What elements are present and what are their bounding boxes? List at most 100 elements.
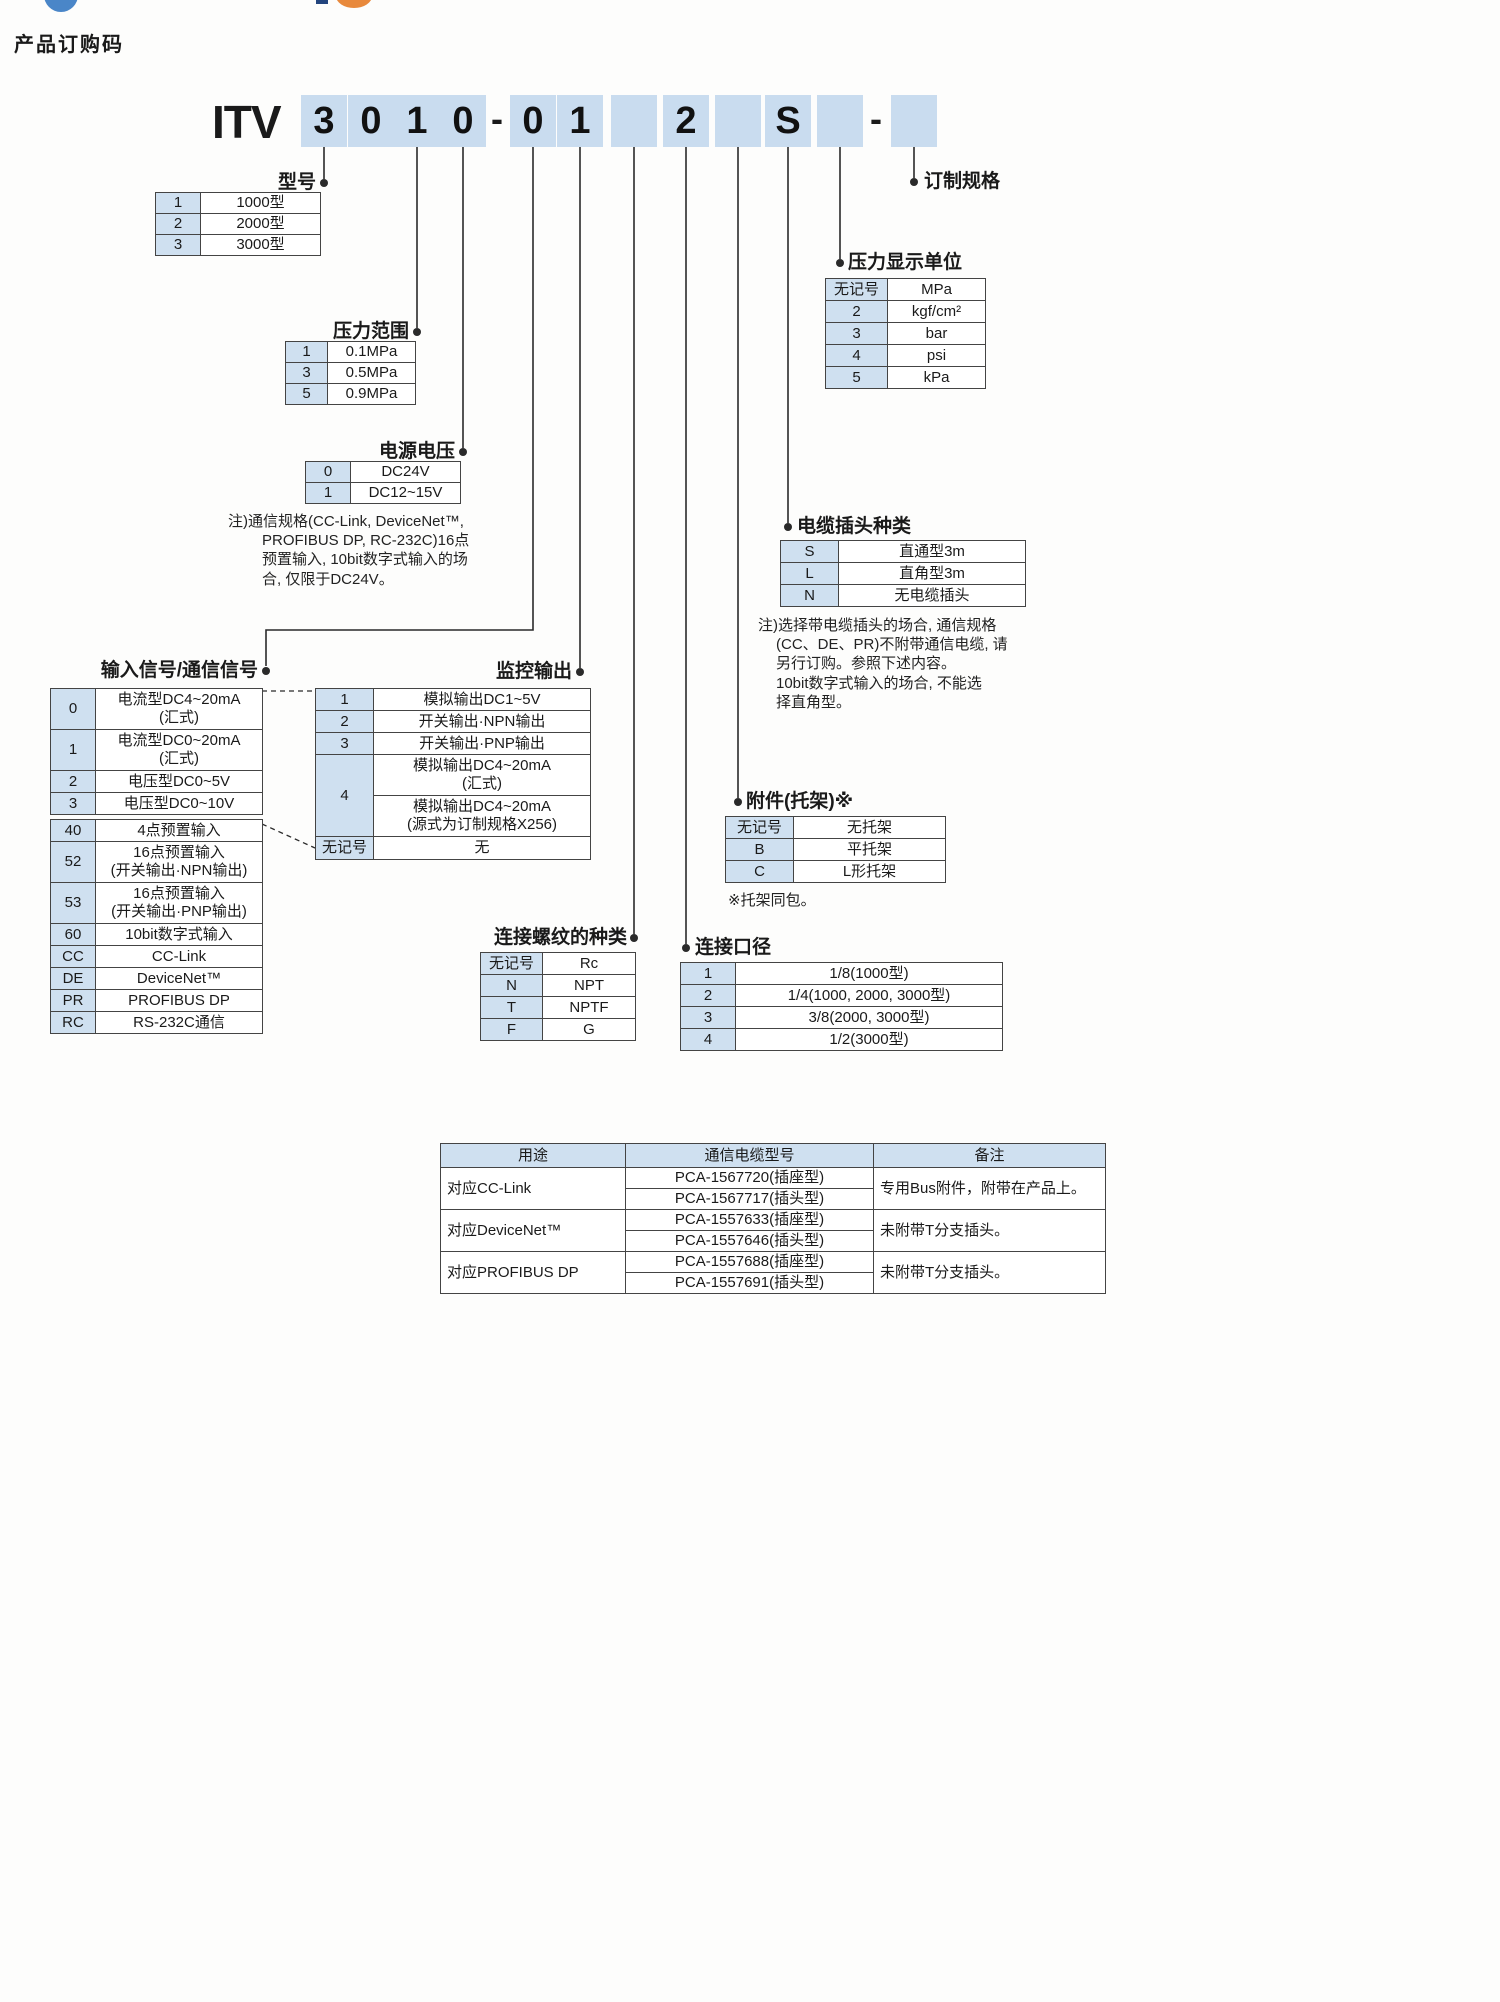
monitor-output-row: 无记号无: [315, 836, 591, 860]
input-signal-b-code: 53: [50, 882, 96, 924]
supply-voltage-code: 1: [305, 482, 351, 504]
input-signal-b-code: 52: [50, 841, 96, 883]
input-signal-b-code: 40: [50, 819, 96, 842]
monitor-output-value: 无: [373, 836, 591, 860]
supply-voltage-code: 0: [305, 461, 351, 483]
pressure-unit-code: 4: [825, 344, 888, 367]
monitor-output-code: 4: [315, 754, 374, 837]
cable-remark: 专用Bus附件，附带在产品上。: [873, 1167, 1106, 1210]
input-signal-a-code: 3: [50, 792, 96, 815]
cable-col-header: 用途: [440, 1143, 626, 1168]
input-signal-b-value: CC-Link: [95, 945, 263, 968]
model-value: 2000型: [200, 213, 321, 235]
pressure-range-code: 1: [285, 341, 328, 363]
connector-dot: [413, 328, 421, 336]
input-signal-a-value: 电压型DC0~5V: [95, 770, 263, 793]
code-box-blank: [817, 95, 863, 147]
label-bracket: 附件(托架)※: [746, 791, 854, 812]
cable-model: PCA-1567720(插座型): [625, 1167, 874, 1189]
cable-model: PCA-1567717(插头型): [625, 1188, 874, 1210]
monitor-output-value: 开关输出·PNP输出: [373, 732, 591, 755]
input-signal-b-value: RS-232C通信: [95, 1011, 263, 1034]
cable-model: PCA-1557688(插座型): [625, 1251, 874, 1273]
input-signal-b-value: 16点预置输入 (开关输出·PNP输出): [95, 882, 263, 924]
input-signal-b-code: DE: [50, 967, 96, 990]
bracket-code: 无记号: [725, 816, 794, 839]
thread-type-value: NPT: [542, 974, 636, 997]
pressure-unit-code: 5: [825, 366, 888, 389]
monitor-output-value: 开关输出·NPN输出: [373, 710, 591, 733]
bracket-row: 无记号无托架: [725, 816, 946, 839]
code-box-1: 1: [557, 95, 603, 147]
header-deco-square-icon: [316, 0, 328, 4]
pressure-unit-value: MPa: [887, 278, 986, 301]
input-signal-b-code: PR: [50, 989, 96, 1012]
cable-col-header: 备注: [873, 1143, 1106, 1168]
code-box-1: 1: [394, 95, 440, 147]
connector-dot: [320, 179, 328, 187]
code-box-blank: [891, 95, 937, 147]
port-size-code: 1: [680, 962, 736, 985]
bracket-value: 无托架: [793, 816, 946, 839]
code-box-0: 0: [510, 95, 556, 147]
cable-model: PCA-1557633(插座型): [625, 1209, 874, 1231]
cable-connector-value: 直通型3m: [838, 540, 1026, 563]
model-value: 1000型: [200, 192, 321, 214]
input-signal-b-code: 60: [50, 923, 96, 946]
code-box-0: 0: [440, 95, 486, 147]
monitor-output-code: 3: [315, 732, 374, 755]
cable-connector-value: 直角型3m: [838, 562, 1026, 585]
input-signal-b-value: PROFIBUS DP: [95, 989, 263, 1012]
code-box-blank: [611, 95, 657, 147]
monitor-output-code: 1: [315, 688, 374, 711]
label-supply-voltage: 电源电压: [378, 441, 455, 462]
cable-remark: 未附带T分支插头。: [873, 1209, 1106, 1252]
pressure-range-value: 0.1MPa: [327, 341, 416, 363]
pressure-unit-value: kPa: [887, 366, 986, 389]
pressure-unit-value: kgf/cm²: [887, 300, 986, 323]
port-size-code: 2: [680, 984, 736, 1007]
cable-connector-code: L: [780, 562, 839, 585]
port-size-value: 1/4(1000, 2000, 3000型): [735, 984, 1003, 1007]
code-prefix: ITV: [212, 96, 282, 148]
input-signal-b-code: CC: [50, 945, 96, 968]
cable-usage: 对应CC-Link: [440, 1167, 626, 1210]
cable-model: PCA-1557691(插头型): [625, 1272, 874, 1294]
model-code: 3: [155, 234, 201, 256]
pressure-unit-value: bar: [887, 322, 986, 345]
input-signal-b-value: 4点预置输入: [95, 819, 263, 842]
monitor-output-row: 模拟输出DC4~20mA (源式为订制规格X256): [316, 795, 591, 837]
monitor-output-value: 模拟输出DC4~20mA (源式为订制规格X256): [373, 795, 591, 837]
monitor-output-value: 模拟输出DC4~20mA (汇式): [373, 754, 591, 796]
label-input-signal: 输入信号/通信信号: [100, 660, 258, 681]
connector-dot: [734, 798, 742, 806]
bracket-value: L形托架: [793, 860, 946, 883]
cable-row: PCA-1557646(插头型): [441, 1230, 1106, 1252]
label-made-to-order: 订制规格: [924, 171, 1001, 192]
port-size-value: 1/8(1000型): [735, 962, 1003, 985]
code-box-blank: [715, 95, 761, 147]
label-thread-type: 连接螺纹的种类: [493, 927, 627, 948]
label-pressure-unit: 压力显示单位: [848, 252, 963, 273]
